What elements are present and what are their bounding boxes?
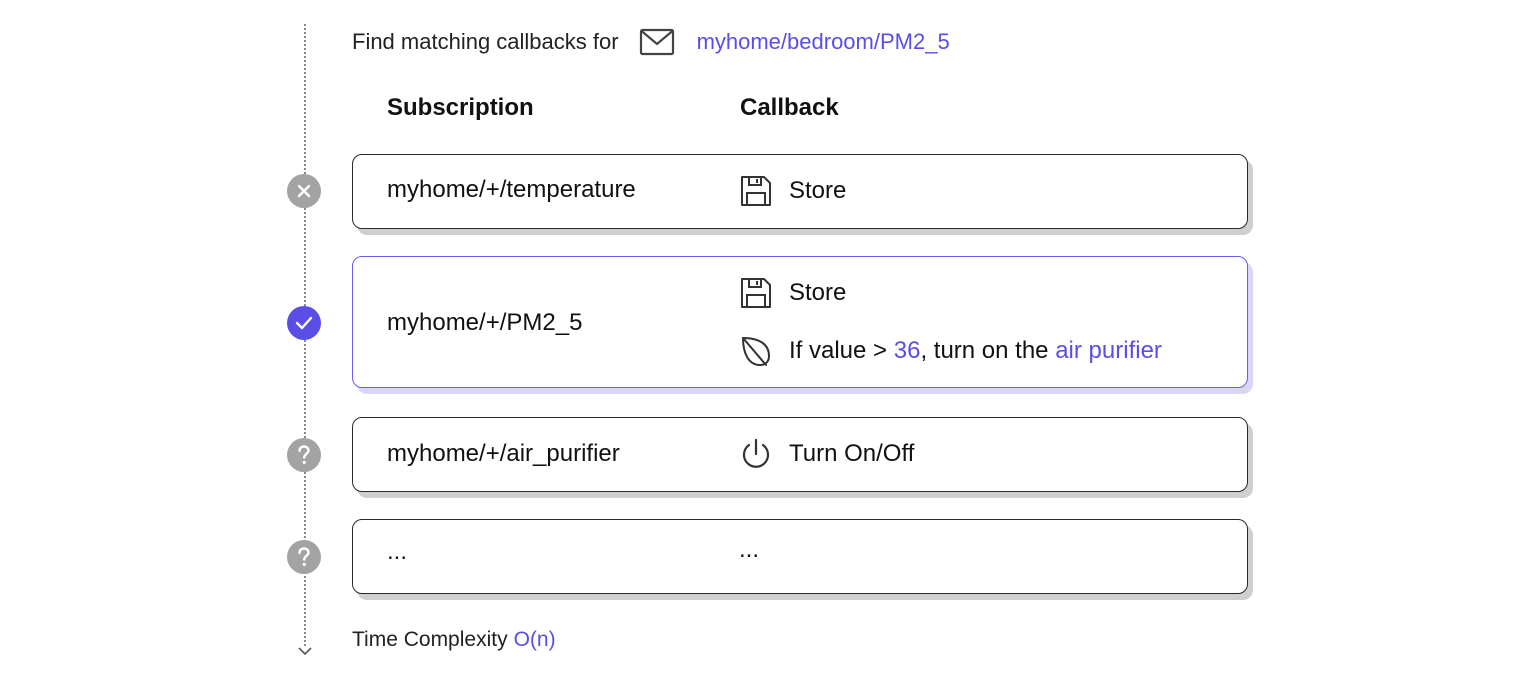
subscription-topic: myhome/+/air_purifier — [387, 440, 620, 467]
unknown-status — [287, 540, 321, 574]
header-topic: myhome/bedroom/PM2_5 — [696, 29, 950, 54]
power-icon — [742, 438, 770, 468]
callback-item: Store — [739, 277, 846, 309]
callback-column-header: Callback — [740, 94, 839, 121]
no-match-status — [287, 174, 321, 208]
callback-item: Store — [739, 175, 846, 207]
close-icon — [297, 184, 311, 198]
callback-item: Turn On/Off — [739, 438, 914, 470]
condition-text: , turn on the — [920, 337, 1056, 364]
condition-text: If value > — [789, 337, 894, 364]
subscription-row[interactable]: ... ... — [352, 519, 1248, 594]
threshold-value: 36 — [893, 337, 921, 364]
arrow-down-icon — [298, 647, 312, 656]
mail-icon — [639, 28, 674, 56]
match-header: Find matching callbacks for myhome/bedro… — [352, 26, 950, 58]
subscription-topic: ... — [387, 538, 408, 565]
callback-item: If value > 36, turn on the air purifier — [739, 335, 1162, 367]
unknown-status — [287, 438, 321, 472]
callback-label: Turn On/Off — [789, 440, 915, 467]
header-label: Find matching callbacks for — [352, 29, 619, 54]
subscription-row[interactable]: myhome/+/temperature Store — [352, 154, 1248, 229]
match-status — [287, 306, 321, 340]
callback-item: ... — [739, 534, 759, 566]
question-icon — [298, 445, 310, 464]
question-icon — [298, 547, 310, 566]
floppy-disk-icon — [741, 278, 771, 308]
floppy-disk-icon — [741, 176, 771, 206]
check-icon — [295, 316, 313, 330]
subscription-row[interactable]: myhome/+/air_purifier Turn On/Off — [352, 417, 1248, 492]
time-complexity-value: O(n) — [513, 628, 556, 651]
callback-label: ... — [739, 536, 760, 563]
callback-label: Store — [789, 177, 847, 204]
leaf-icon — [742, 337, 770, 366]
target-device: air purifier — [1055, 337, 1162, 364]
callback-label: Store — [789, 279, 847, 306]
subscription-topic: myhome/+/temperature — [387, 176, 636, 203]
subscription-topic: myhome/+/PM2_5 — [387, 309, 583, 336]
subscription-row-matched[interactable]: myhome/+/PM2_5 Store If value > 36, turn… — [352, 256, 1248, 388]
time-complexity-label: Time Complexity — [352, 628, 508, 651]
subscription-column-header: Subscription — [387, 94, 534, 121]
